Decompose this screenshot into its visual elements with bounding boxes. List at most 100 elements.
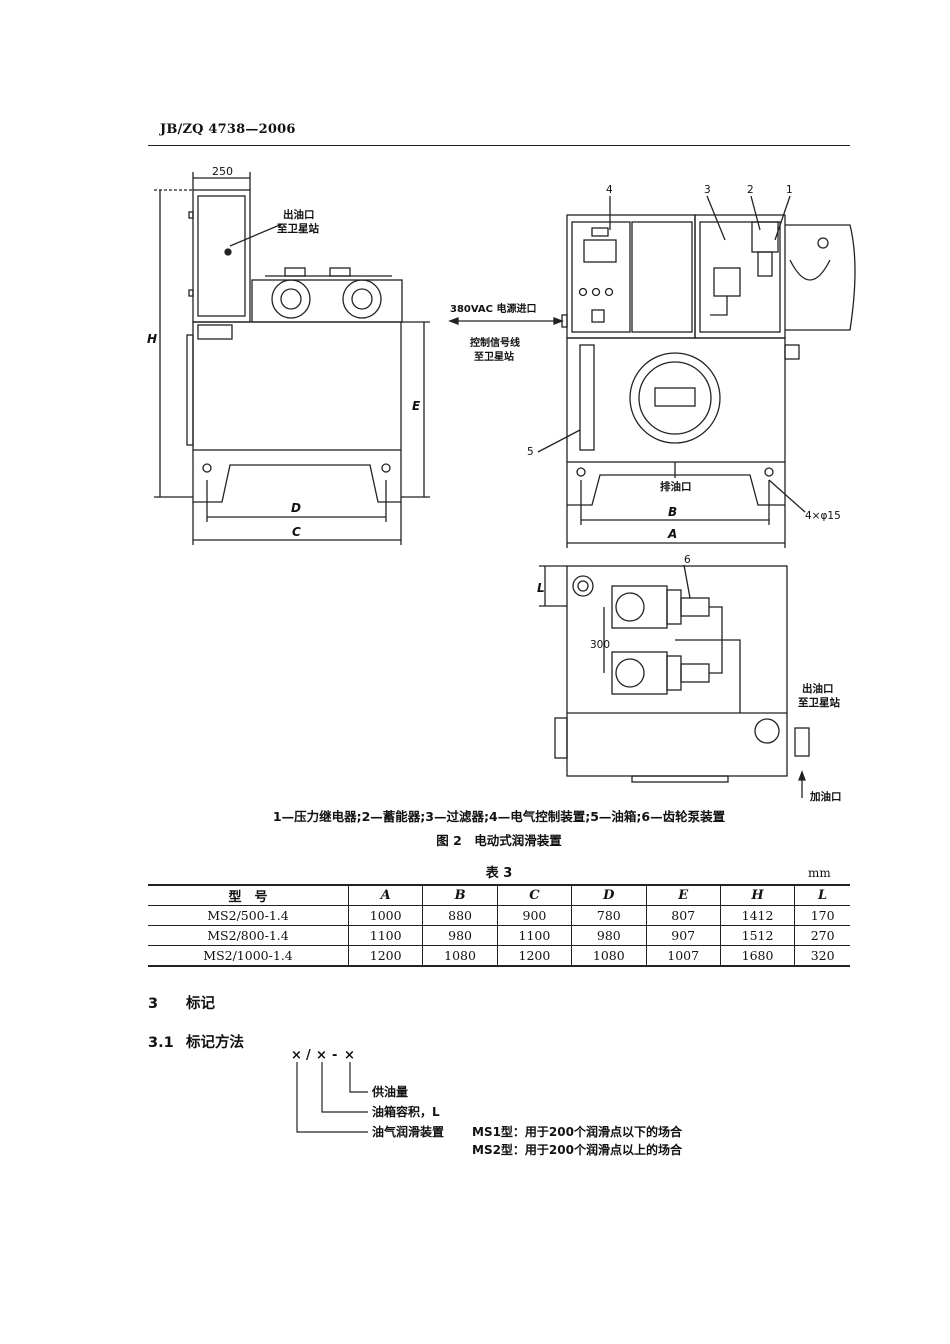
- top-outlet-label-2: 至卫星站: [798, 696, 840, 709]
- top-fill-port: [754, 718, 780, 744]
- cable-cover: [785, 224, 856, 331]
- callout-3: 3: [704, 184, 711, 196]
- control-line-label-1: 控制信号线: [470, 336, 520, 349]
- cell-A: 1000: [347, 905, 423, 926]
- pattern-sep1: /: [306, 1048, 311, 1063]
- dim-C: C: [292, 525, 301, 539]
- left-tank-cap: [197, 324, 233, 340]
- cell-B: 880: [422, 905, 498, 926]
- section-3-1-number: 3.1: [148, 1035, 174, 1051]
- pump-left-inner: [280, 288, 302, 310]
- cell-L: 170: [794, 905, 850, 926]
- leader-device: [296, 1062, 368, 1133]
- hinge-lower: [188, 289, 194, 297]
- cabinet-display: [583, 239, 617, 263]
- callout-5: 5: [527, 446, 534, 458]
- valve-b: [329, 267, 351, 277]
- cell-E: 807: [645, 905, 721, 926]
- cell-H: 1412: [719, 905, 795, 926]
- cell-E: 907: [645, 925, 721, 946]
- cell-B: 980: [422, 925, 498, 946]
- left-outlet-label-2: 至卫星站: [277, 222, 319, 235]
- dim-H: H: [147, 332, 157, 346]
- table-header-row: 型 号 A B C D E H L: [148, 885, 850, 906]
- left-outlet-leader: [229, 223, 283, 247]
- power-inlet-label: 380VAC 电源进口: [450, 302, 537, 315]
- cell-L: 270: [794, 925, 850, 946]
- standard-code: JB/ZQ 4738—2006: [160, 122, 296, 137]
- top-breather: [572, 575, 594, 597]
- left-tank-gauge: [186, 334, 194, 446]
- top-pipe: [709, 606, 741, 713]
- left-tank: [192, 321, 402, 451]
- header-A: A: [347, 885, 423, 906]
- top-view: [539, 564, 810, 798]
- accumulator: [751, 221, 779, 253]
- top-outlet-label-1: 出油口: [802, 682, 834, 695]
- valve-a: [284, 267, 306, 277]
- holes-label: 4×φ15: [805, 510, 841, 522]
- left-side-view: [154, 172, 430, 545]
- cell-C: 1100: [496, 925, 572, 946]
- table-row: MS2/800-1.4 1100 980 1100 980 907 1512 2…: [148, 925, 850, 946]
- dim-L: L: [537, 581, 545, 595]
- table-title: 表 3: [485, 866, 513, 881]
- header-C: C: [496, 885, 572, 906]
- cell-C: 1200: [496, 945, 572, 966]
- front-view: [448, 195, 856, 548]
- leader-supply: [349, 1062, 368, 1093]
- gear-pump-1: [680, 597, 710, 617]
- pattern-x2: ×: [316, 1048, 327, 1063]
- cell-model: MS2/800-1.4: [207, 928, 289, 943]
- dim-D: D: [291, 501, 301, 515]
- dim-E: E: [412, 399, 421, 413]
- cell-D: 980: [571, 925, 646, 946]
- cell-C: 900: [496, 905, 572, 926]
- dimension-table: 型 号 A B C D E H L MS2/500-1.4 1000 880 9…: [148, 884, 850, 967]
- section-3-title: 标记: [186, 996, 215, 1012]
- figure-drawing: 250 H E D C 出油口 至卫星站: [147, 165, 856, 803]
- marking-diagram: × / × - × 供油量 油箱容积，L 油气润滑装置 MS1型：用于200个润…: [291, 1048, 683, 1157]
- pattern-x1: ×: [291, 1048, 302, 1063]
- pump-right: [342, 279, 382, 319]
- dim-B: B: [668, 505, 677, 519]
- dim-300: 300: [590, 639, 610, 651]
- section-3-heading: 3 标记: [148, 992, 215, 1013]
- front-foot-hole-1: [576, 467, 586, 477]
- filter: [713, 267, 741, 297]
- header-D: D: [571, 885, 646, 906]
- ms1-description: MS1型：用于200个润滑点以下的场合: [472, 1124, 683, 1139]
- label-device: 油气润滑装置: [372, 1124, 444, 1139]
- header-rule: [148, 145, 850, 146]
- left-cabinet: [192, 189, 251, 323]
- label-tank: 油箱容积，L: [372, 1104, 440, 1119]
- pattern-sep2: -: [332, 1048, 337, 1063]
- ms2-description: MS2型：用于200个润滑点以上的场合: [472, 1142, 683, 1157]
- pump-motor-2: [611, 651, 668, 695]
- pump-base: [251, 279, 403, 323]
- hinge-upper: [188, 211, 194, 219]
- cell-D: 780: [571, 905, 646, 926]
- control-line-label-2: 至卫星站: [474, 350, 514, 363]
- cabinet-panel-right: [631, 221, 693, 333]
- header-H: H: [719, 885, 795, 906]
- left-cabinet-door: [197, 195, 246, 317]
- cell-A: 1200: [347, 945, 423, 966]
- cell-model: MS2/500-1.4: [207, 908, 289, 923]
- front-tank: [566, 337, 786, 463]
- oil-level-gauge: [579, 344, 595, 451]
- section-3-number: 3: [148, 996, 159, 1012]
- cell-H: 1512: [719, 925, 795, 946]
- pattern-x3: ×: [344, 1048, 355, 1063]
- header-model: 型 号: [228, 890, 268, 905]
- callout-2: 2: [747, 184, 754, 196]
- left-outlet-label-1: 出油口: [283, 208, 315, 221]
- gear-pump-2: [680, 663, 710, 683]
- electrical-cabinet: [566, 214, 696, 339]
- marking-leaders: [296, 1062, 368, 1133]
- callout-1: 1: [786, 184, 793, 196]
- left-foot-hole-2: [381, 463, 391, 473]
- cell-H: 1680: [719, 945, 795, 966]
- cell-model: MS2/1000-1.4: [203, 948, 293, 963]
